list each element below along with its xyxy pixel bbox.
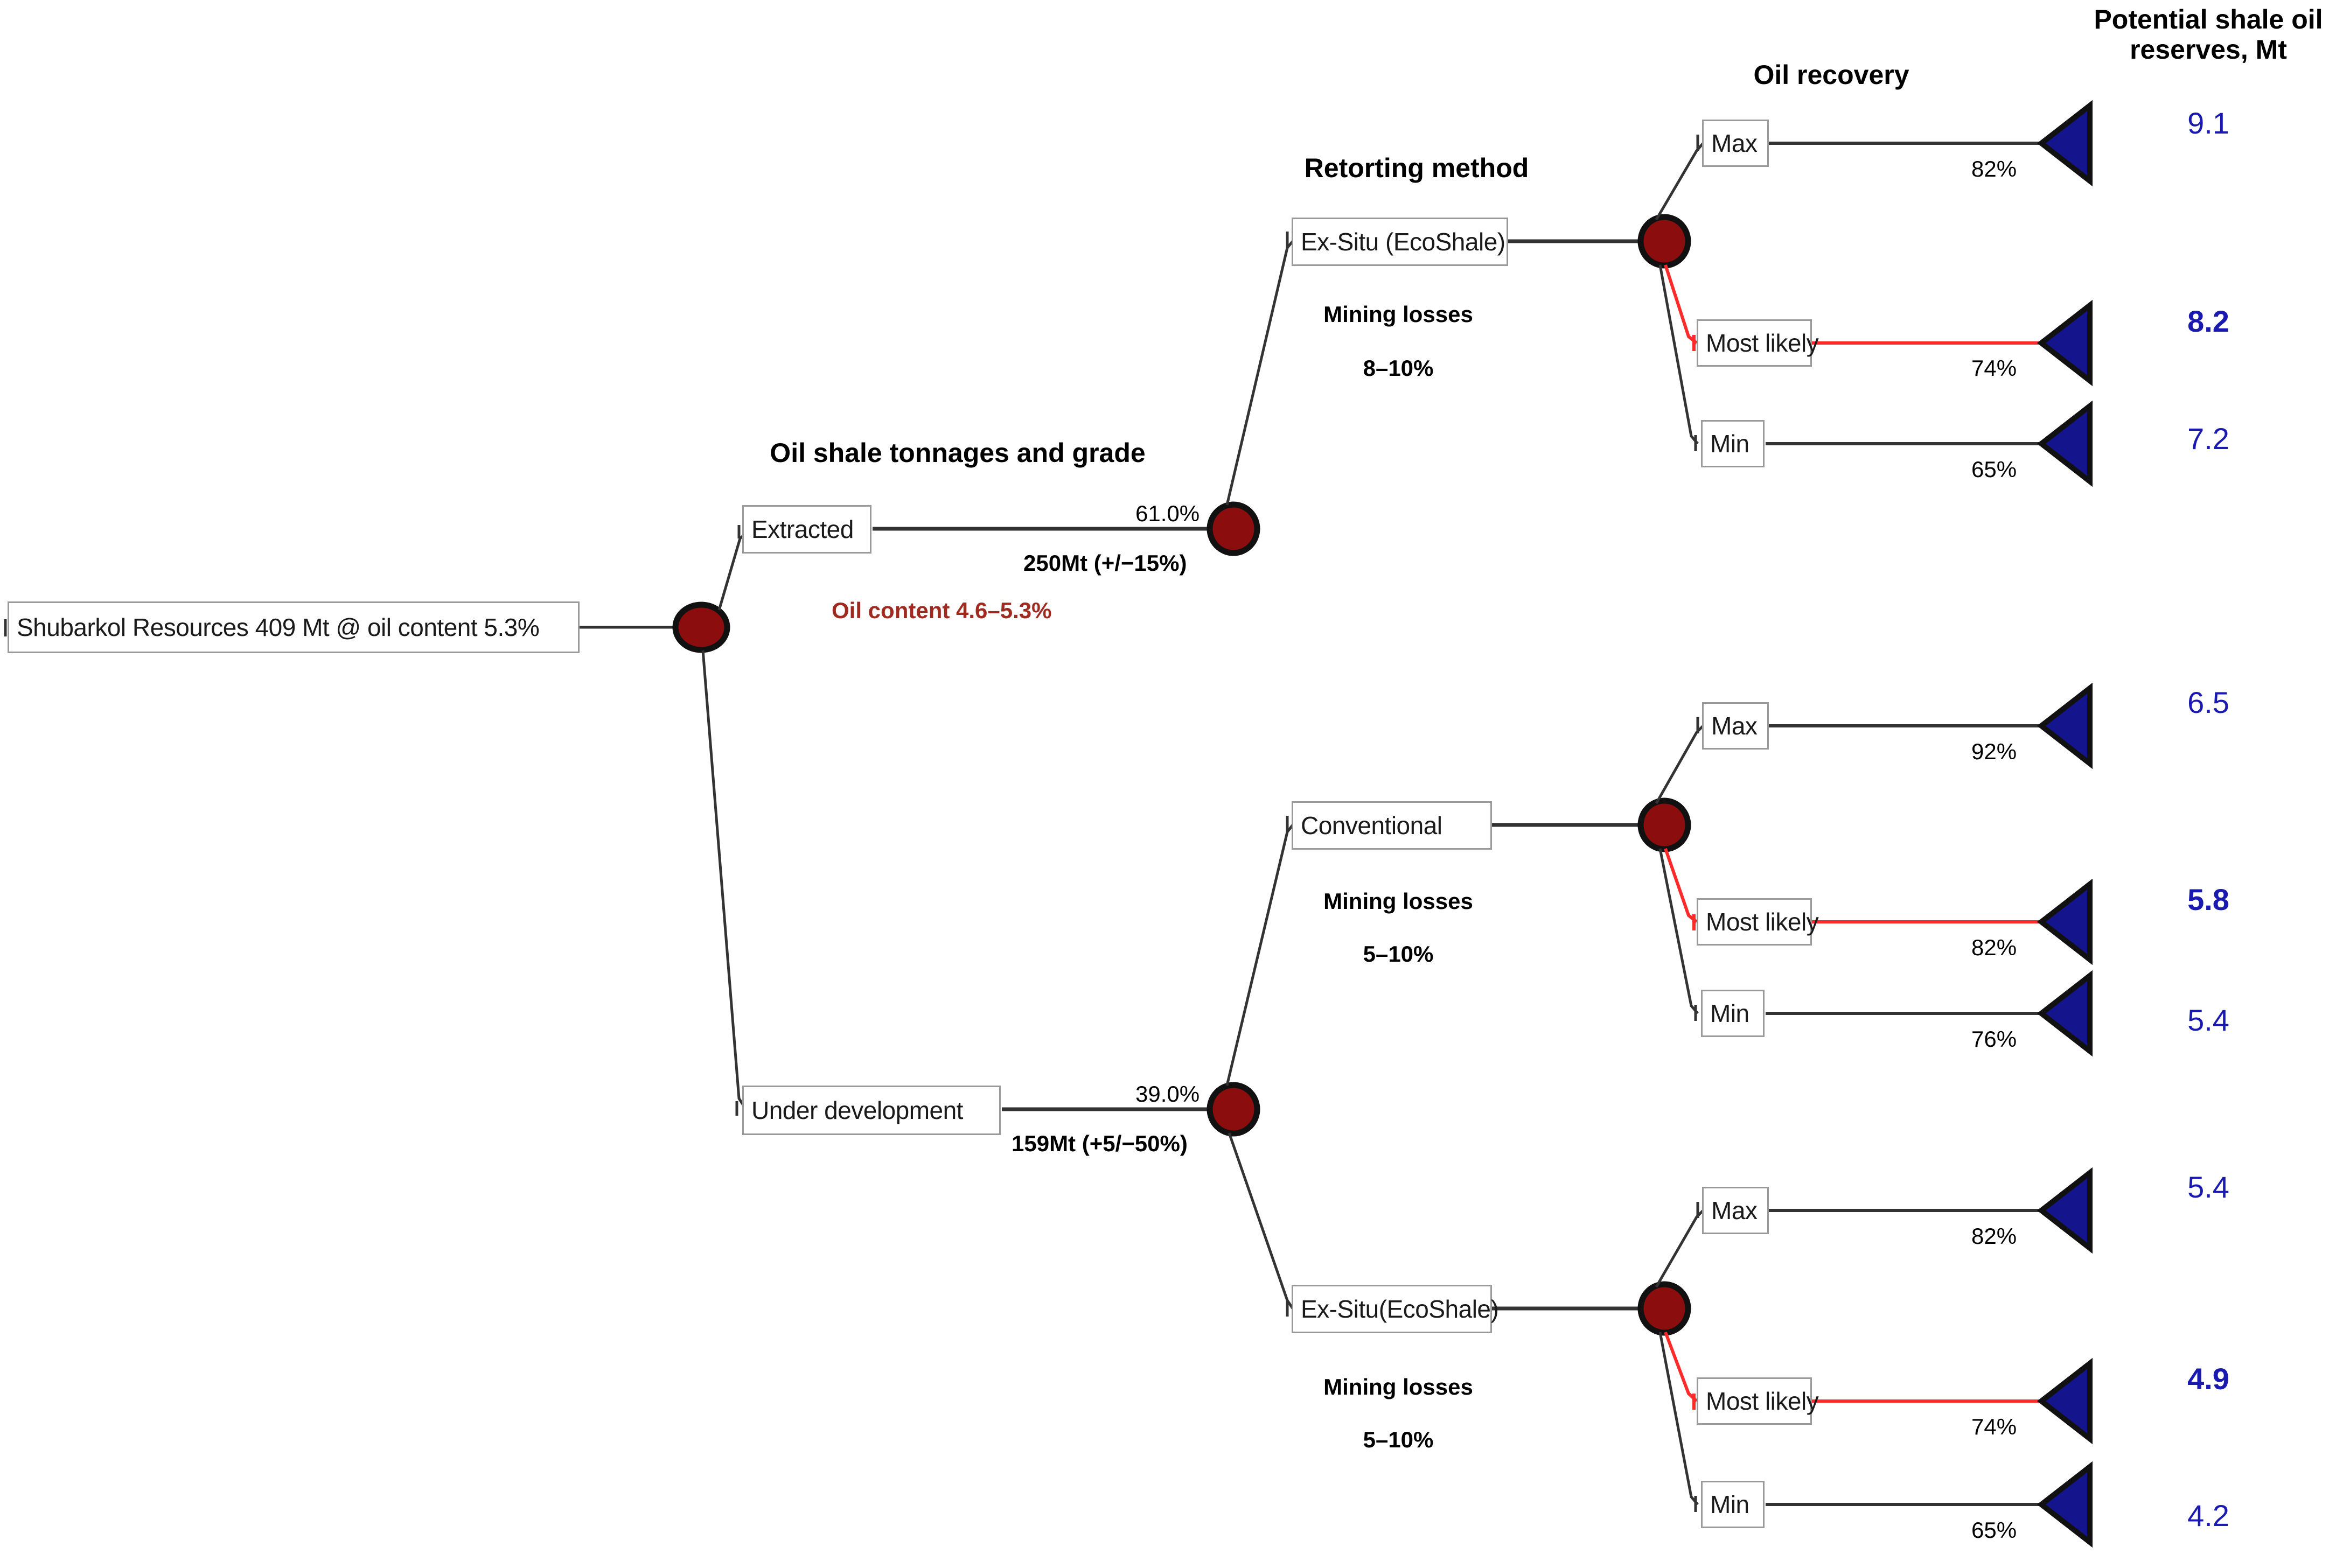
payoff-value-9: 4.2 [2187,1499,2229,1532]
column-title-reserves-line2: reserves, Mt [2130,34,2287,65]
node-box-extracted[interactable]: Extracted [742,505,871,554]
chance-node-root [672,601,730,653]
outcome-percent-4: 92% [1971,739,2017,764]
root-node-box[interactable]: Shubarkol Resources 409 Mt @ oil content… [8,601,580,653]
outcome-percent-1: 82% [1971,156,2017,181]
terminal-node-9 [2037,1461,2093,1548]
outcome-percent-3: 65% [1971,457,2017,482]
payoff-value-8: 4.9 [2187,1362,2229,1396]
outcome-box-max-1[interactable]: Max [1702,120,1769,167]
chance-node-extracted [1207,501,1260,556]
terminal-node-8 [2037,1357,2093,1445]
edge-chanceC-to-exsitu-bottom [1228,1132,1294,1310]
outcome-box-min-2[interactable]: Min [1701,990,1765,1037]
outcome-box-max-3[interactable]: Max [1702,1187,1769,1234]
outcome-box-mostlikely-1[interactable]: Most likely [1697,319,1819,367]
outcome-box-max-2[interactable]: Max [1702,702,1769,750]
edge-chanceD-to-min [1658,848,1699,1014]
chance-node-underdev [1207,1082,1260,1137]
losses-value-conventional: 5–10% [1363,941,1434,967]
chance-node-exsitu-bottom [1637,1281,1691,1336]
losses-title-exsitu-top: Mining losses [1323,302,1473,327]
payoff-value-3: 7.2 [2187,422,2229,456]
losses-value-exsitu-bottom: 5–10% [1363,1427,1434,1452]
edge-label-extracted-probability: 61.0% [1135,501,1200,526]
edge-chanceE-to-max [1655,1209,1704,1288]
chance-node-conventional [1637,797,1691,852]
node-box-exsitu-top[interactable]: Ex-Situ (EcoShale) [1292,218,1508,266]
outcome-percent-7: 82% [1971,1223,2017,1249]
outcome-percent-5: 82% [1971,935,2017,960]
edge-chanceB-to-max [1655,142,1704,221]
outcome-box-mostlikely-2[interactable]: Most likely [1697,898,1819,946]
outcome-percent-2: 74% [1971,355,2017,381]
edge-chanceE-to-min [1658,1332,1699,1506]
chance-node-exsitu-top [1637,214,1691,269]
edge-chanceA-to-exsitu [1225,240,1294,506]
outcome-percent-9: 65% [1971,1517,2017,1543]
payoff-value-5: 5.8 [2187,883,2229,916]
losses-title-exsitu-bottom: Mining losses [1323,1374,1473,1399]
terminal-node-2 [2037,299,2093,387]
note-oil-content: Oil content 4.6–5.3% [832,598,1052,623]
losses-value-exsitu-top: 8–10% [1363,355,1434,381]
edge-chanceD-to-mostlikely [1664,848,1698,923]
losses-title-conventional: Mining losses [1323,888,1473,914]
outcome-box-min-3[interactable]: Min [1701,1481,1765,1528]
terminal-node-3 [2037,400,2093,487]
terminal-node-4 [2037,682,2093,769]
edge-chanceC-to-conventional [1225,824,1294,1086]
edge-chanceB-to-min [1658,264,1699,445]
node-box-conventional[interactable]: Conventional [1292,801,1492,850]
node-box-exsitu-bottom[interactable]: Ex-Situ(EcoShale) [1292,1285,1499,1333]
edge-label-extracted-tonnage: 250Mt (+/−15%) [1023,550,1187,576]
outcome-percent-8: 74% [1971,1414,2017,1439]
edge-label-underdev-tonnage: 159Mt (+5/−50%) [1012,1131,1188,1156]
node-box-under-development[interactable]: Under development [742,1086,1001,1135]
edge-label-underdev-probability: 39.0% [1135,1081,1200,1107]
column-title-reserves-line1: Potential shale oil [2094,4,2323,34]
terminal-node-5 [2037,878,2093,965]
outcome-percent-6: 76% [1971,1026,2017,1052]
column-title-recovery: Oil recovery [1753,60,1909,90]
edge-root-to-underdev [701,650,748,1110]
terminal-node-7 [2037,1167,2093,1254]
column-title-retorting: Retorting method [1304,153,1529,183]
terminal-node-1 [2037,100,2093,187]
payoff-value-1: 9.1 [2187,106,2229,140]
edge-chanceD-to-max [1655,725,1704,804]
terminal-node-6 [2037,970,2093,1057]
outcome-box-mostlikely-3[interactable]: Most likely [1697,1377,1819,1425]
payoff-value-7: 5.4 [2187,1170,2229,1204]
payoff-value-4: 6.5 [2187,685,2229,719]
column-title-tonnages: Oil shale tonnages and grade [770,438,1146,468]
edge-chanceB-to-mostlikely [1664,264,1698,345]
payoff-value-2: 8.2 [2187,304,2229,338]
outcome-box-min-1[interactable]: Min [1701,420,1765,467]
payoff-value-6: 5.4 [2187,1003,2229,1037]
